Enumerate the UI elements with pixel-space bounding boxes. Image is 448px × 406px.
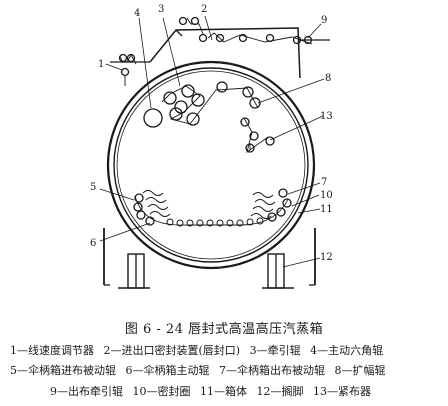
legend-item: 6—伞柄箱主动辊 (125, 364, 210, 377)
rollers (118, 16, 313, 226)
leader-lines (99, 15, 325, 268)
legend-item: 11—箱体 (200, 385, 247, 398)
callout-9: 9 (321, 15, 327, 26)
callout-12: 12 (320, 252, 333, 263)
legend-item: 4—主动六角辊 (310, 344, 384, 357)
steamer-diagram: 1 2 3 4 5 6 7 8 9 10 11 12 13 (90, 4, 333, 289)
callout-4: 4 (134, 8, 140, 19)
callout-2: 2 (201, 4, 207, 15)
legend-item: 2—进出口密封装置(唇封口) (103, 344, 241, 357)
callout-7: 7 (321, 177, 327, 188)
lip-seal-housing (110, 27, 330, 79)
legend-row-2: 5—伞柄箱进布被动辊 6—伞柄箱主动辊 7—伞柄箱出布被动辊 8—扩幅辊 (10, 362, 442, 378)
legend-item: 1—线速度调节器 (10, 344, 94, 357)
feet (118, 253, 294, 289)
legend-item: 7—伞柄箱出布被动辊 (219, 364, 325, 377)
umbrella-box-coils (142, 190, 276, 227)
callout-3: 3 (158, 4, 164, 15)
fabric-path (119, 17, 313, 226)
figure-caption: 图 6 - 24 唇封式高温高压汽蒸箱 (124, 322, 324, 337)
callout-1: 1 (98, 59, 104, 70)
callout-labels: 1 2 3 4 5 6 7 8 9 10 11 12 13 (90, 4, 333, 263)
callout-11: 11 (320, 204, 333, 215)
vessel-body (106, 60, 316, 270)
legend-item: 12—搁脚 (256, 385, 304, 398)
callout-10: 10 (320, 190, 333, 201)
legend-row-1: 1—线速度调节器 2—进出口密封装置(唇封口) 3—牵引辊 4—主动六角辊 (10, 342, 442, 358)
callout-5: 5 (90, 182, 96, 193)
callout-13: 13 (320, 111, 333, 122)
legend-item: 8—扩幅辊 (334, 364, 386, 377)
legend-item: 5—伞柄箱进布被动辊 (10, 364, 116, 377)
legend-item: 13—紧布器 (313, 385, 371, 398)
legend-item: 3—牵引辊 (249, 344, 301, 357)
frame (103, 228, 316, 286)
callout-6: 6 (90, 238, 96, 249)
legend-row-3: 9—出布牵引辊 10—密封圈 11—箱体 12—搁脚 13—紧布器 (50, 383, 448, 399)
legend-item: 10—密封圈 (132, 385, 191, 398)
callout-8: 8 (325, 73, 331, 84)
legend-item: 9—出布牵引辊 (50, 385, 123, 398)
